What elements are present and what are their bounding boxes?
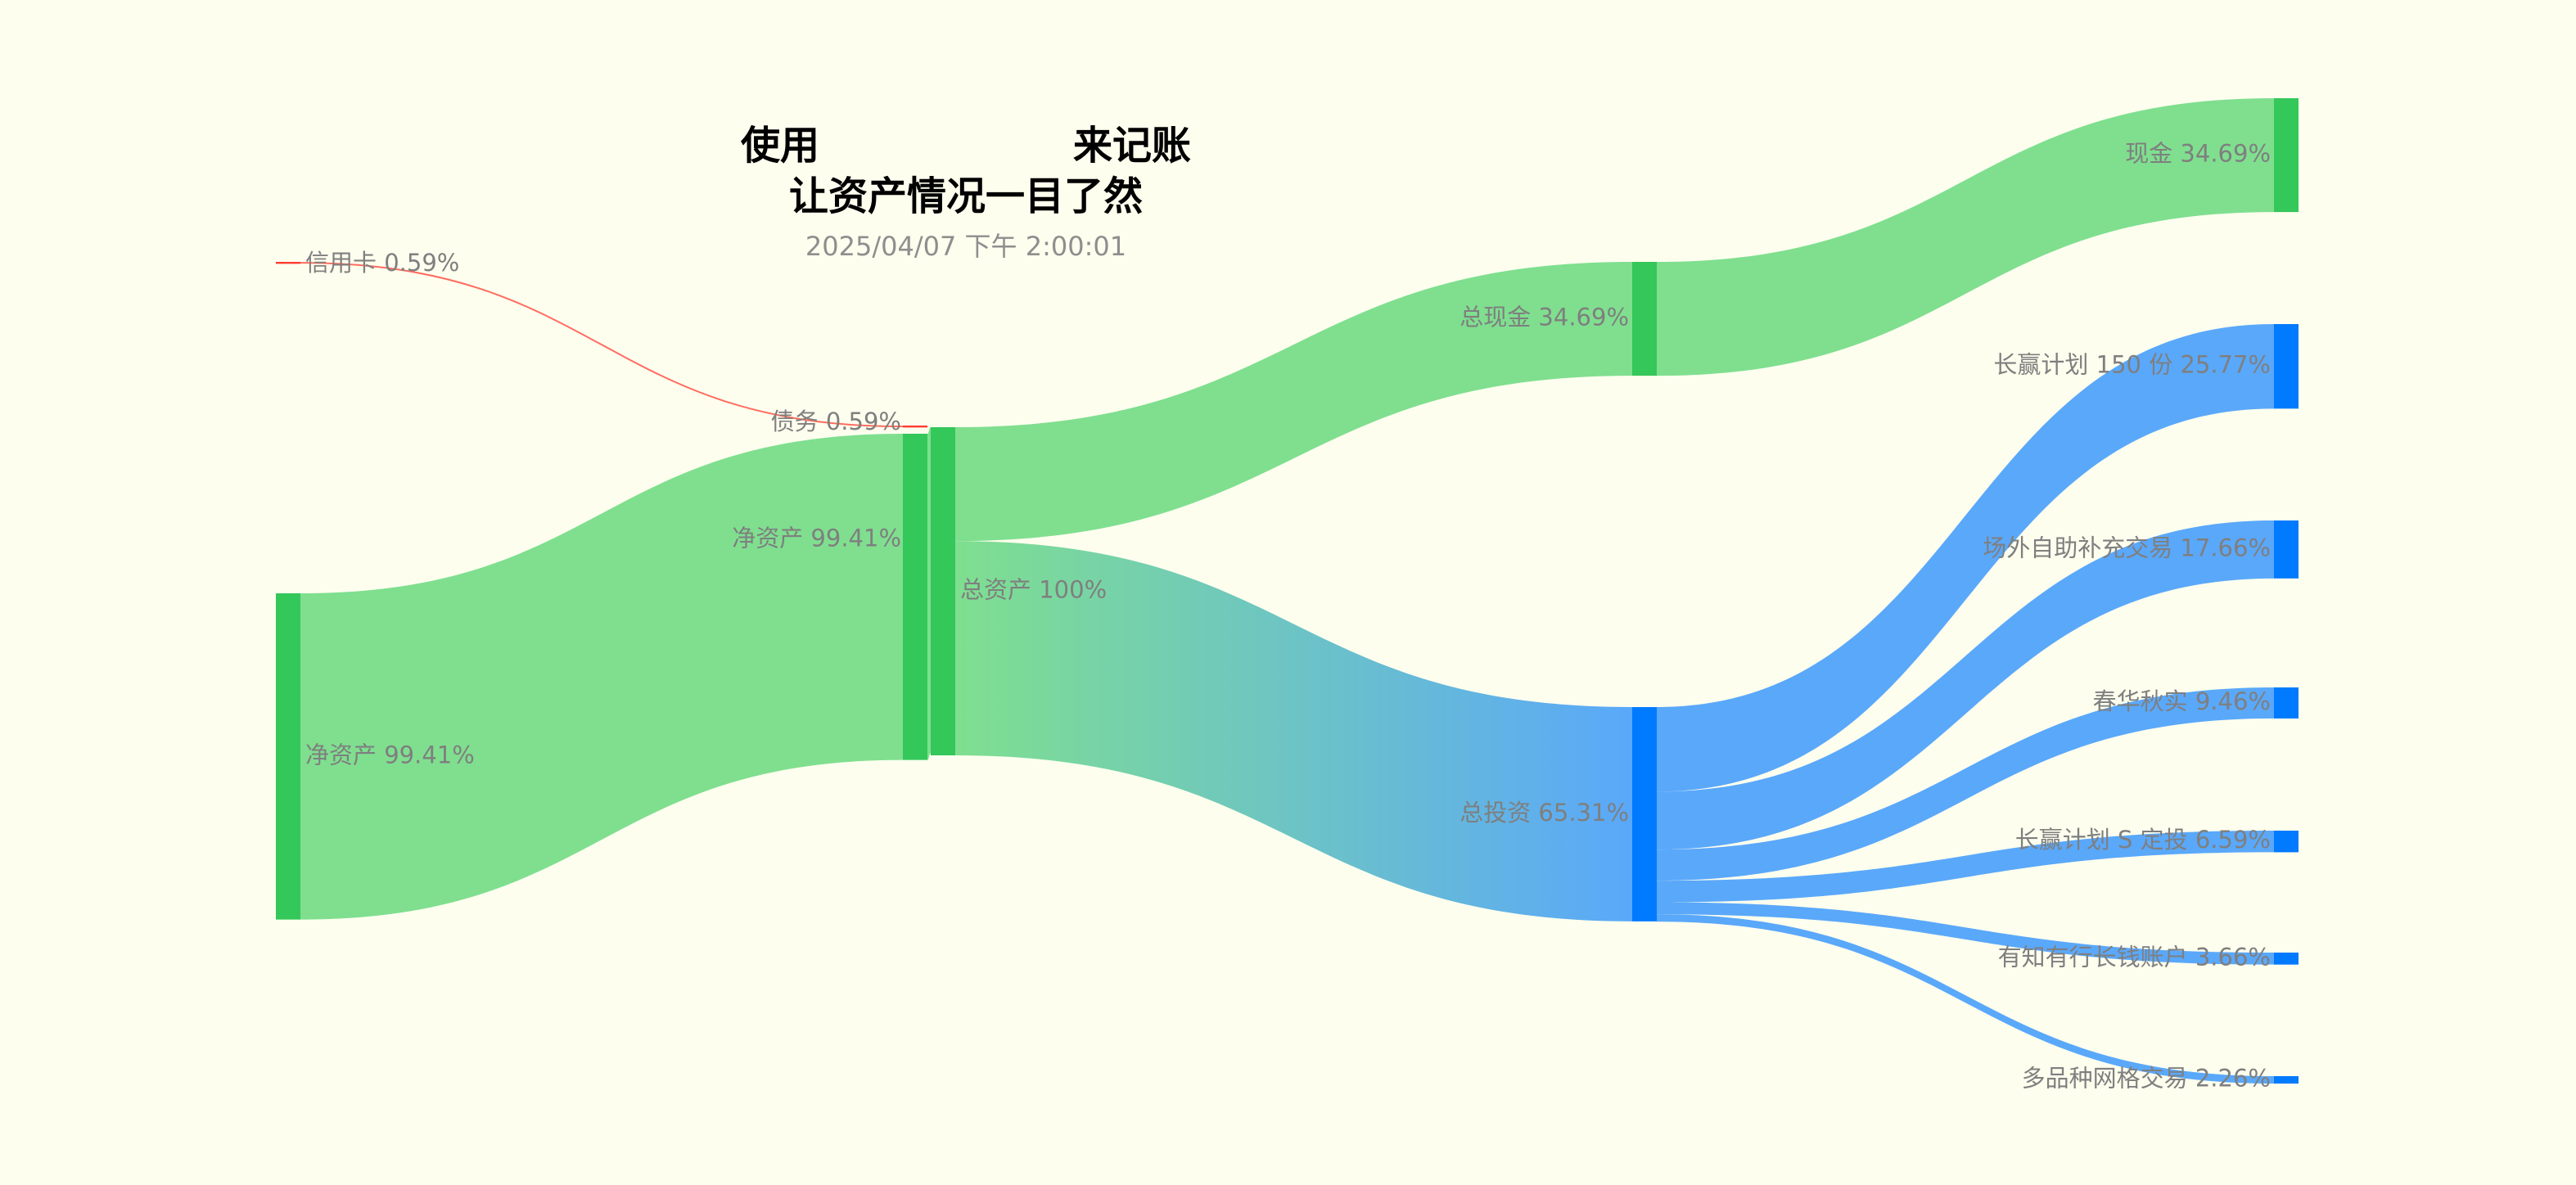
node-total [931, 427, 955, 755]
node-invest_total [1632, 707, 1657, 921]
link-invest_total-grid [1657, 914, 2274, 1084]
link-invest_total-youzhi [1657, 902, 2274, 965]
chart-timestamp: 2025/04/07 下午 2:00:01 [805, 231, 1127, 262]
label-invest_total: 总投资 65.31% [1459, 799, 1629, 827]
link-invest_total-plan_s [1657, 831, 2274, 903]
link-credit-debt [300, 262, 904, 428]
node-plan_s [2274, 831, 2299, 853]
link-cash_total-cash [1657, 98, 2274, 376]
node-cash_total [1632, 262, 1657, 376]
title-suffix: 来记账 [1073, 123, 1192, 169]
link-net_src-net [300, 434, 903, 920]
node-cash [2274, 98, 2299, 213]
link-net-total [927, 427, 931, 760]
label-grid: 多品种网格交易 2.26% [2022, 1065, 2271, 1093]
label-plan150: 长赢计划 150 份 25.77% [1993, 351, 2271, 379]
link-total-cash_total [955, 262, 1632, 542]
label-credit: 信用卡 0.59% [305, 249, 459, 277]
node-net [903, 434, 927, 760]
label-youzhi: 有知有行长钱账户 3.66% [1998, 943, 2271, 971]
label-plan_s: 长赢计划 S 定投 6.59% [2015, 826, 2271, 854]
link-invest_total-otc [1657, 520, 2274, 850]
node-chunhua [2274, 687, 2299, 719]
label-otc: 场外自助补充交易 17.66% [1983, 534, 2271, 561]
label-total: 总资产 100% [960, 576, 1107, 604]
node-debt [903, 426, 927, 428]
label-chunhua: 春华秋实 9.46% [2093, 687, 2271, 715]
chart-title-line-1: 使用 来记账 [0, 113, 1932, 170]
link-invest_total-plan150 [1657, 324, 2274, 792]
link-total-invest_total [955, 541, 1632, 921]
title-prefix: 使用 [740, 123, 819, 169]
label-debt: 债务 0.59% [771, 408, 901, 435]
chart-title-line-2: 让资产情况一目了然 [788, 173, 1143, 219]
node-otc [2274, 520, 2299, 579]
node-grid [2274, 1076, 2299, 1084]
node-youzhi [2274, 953, 2299, 965]
node-net_src [276, 593, 300, 920]
label-cash_total: 总现金 34.69% [1459, 304, 1629, 331]
label-net: 净资产 99.41% [732, 524, 901, 552]
label-cash: 现金 34.69% [2125, 140, 2271, 168]
label-net_src: 净资产 99.41% [305, 741, 475, 768]
link-invest_total-chunhua [1657, 687, 2274, 881]
node-plan150 [2274, 324, 2299, 409]
node-credit [276, 262, 300, 264]
